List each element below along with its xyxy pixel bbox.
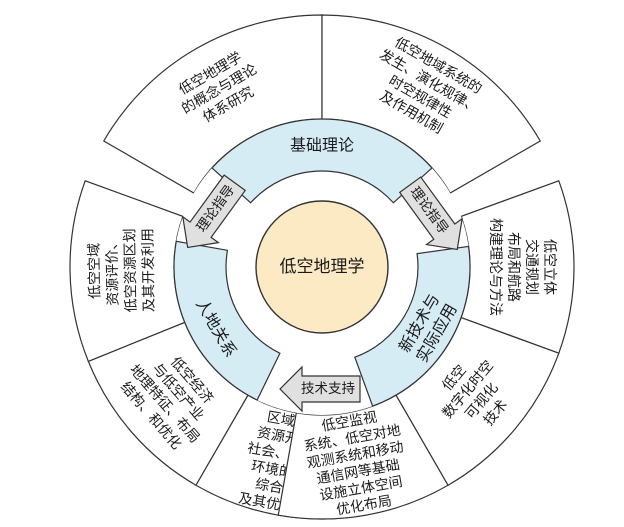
outer-text-left-1-line: 资源评价、 — [104, 236, 121, 306]
ring-label-top-line: 基础理论 — [290, 136, 354, 155]
arrows: 理论指导理论指导技术支持 — [181, 174, 463, 413]
outer-sectors: 低空地理学的概念与理论体系研究低空地域系统的发生、演化规律、时空规律性及作用机制… — [69, 14, 575, 521]
outer-text-right-1-line: 交通规划 — [523, 239, 540, 295]
arrow-label: 技术支持 — [301, 381, 355, 397]
ring-segment-top — [211, 118, 433, 204]
outer-text-left-1: 低空空域资源评价、低空资源区划及其开发利用 — [87, 228, 158, 313]
outer-text-left-1-line: 低空空域 — [87, 243, 104, 299]
center-label: 低空地理学 — [280, 257, 365, 277]
outer-text-right-1-line: 构建理论与方法 — [487, 218, 503, 316]
outer-text-left-1-line: 低空资源区划 — [122, 228, 139, 312]
arrow-shape — [279, 365, 361, 413]
ring-label-top: 基础理论 — [290, 136, 354, 155]
ring-segment-right — [354, 245, 471, 407]
outer-text-right-1-line: 低空立体 — [541, 239, 557, 295]
center-circle: 低空地理学 — [255, 200, 389, 334]
ring-segment-left — [173, 240, 281, 401]
outer-text-left-1-line: 及其开发利用 — [140, 228, 157, 312]
arrow-shape — [398, 176, 463, 251]
arrow-shape — [181, 174, 247, 249]
outer-text-right-1-line: 布局和航路 — [505, 232, 521, 302]
center-circle-shape — [255, 200, 389, 334]
arrow-tech-support: 技术支持 — [279, 365, 361, 413]
